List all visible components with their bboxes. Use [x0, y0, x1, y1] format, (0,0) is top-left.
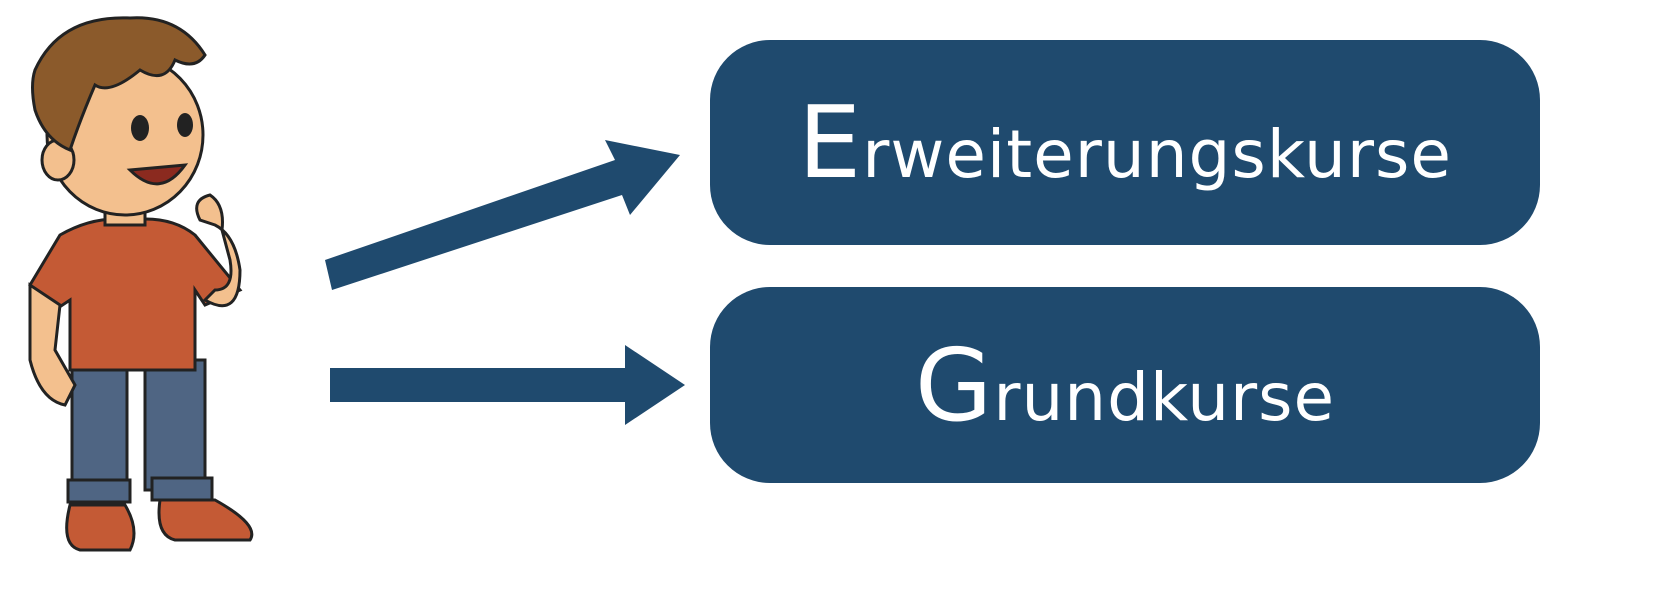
erweiterungskurse-box: Erweiterungskurse [710, 40, 1540, 245]
thinking-boy-illustration [28, 16, 254, 552]
grundkurse-box: Grundkurse [710, 287, 1540, 483]
erweiterungskurse-label: Erweiterungskurse [798, 84, 1452, 201]
arrow-to-grundkurse [330, 345, 685, 425]
grundkurse-label: Grundkurse [914, 326, 1336, 444]
arrow-to-erweiterungskurse [325, 140, 680, 290]
